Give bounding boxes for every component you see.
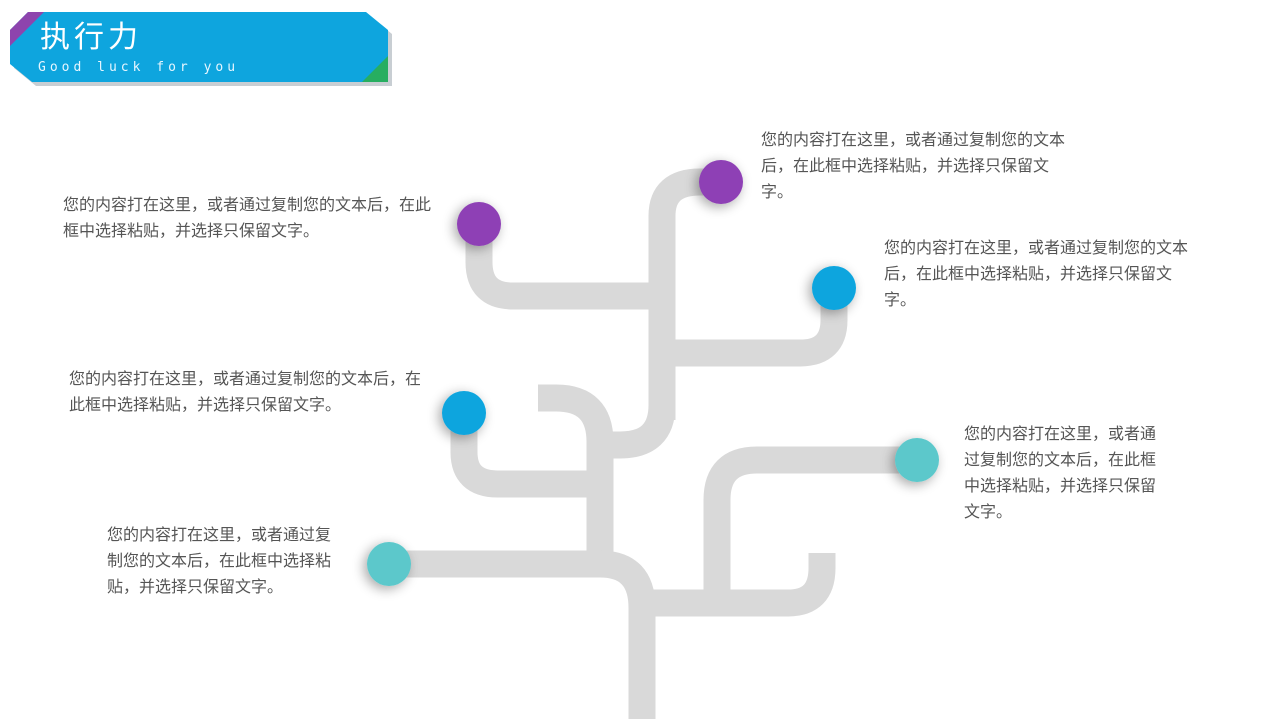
banner-shape [10,12,392,86]
node-dot-low-right[interactable] [895,438,939,482]
node-dot-low-left[interactable] [367,542,411,586]
node-dot-top-right[interactable] [699,160,743,204]
branch-top-right [648,168,715,420]
node-dot-mid-right[interactable] [812,266,856,310]
branch-mid-right [662,300,848,367]
branch-hook-left [538,384,614,566]
node-text-mid-right: 您的内容打在这里，或者通过复制您的文本后，在此框中选择粘贴，并选择只保留文字。 [884,238,1189,309]
trunk [395,550,656,719]
node-text-low-left: 您的内容打在这里，或者通过复制您的文本后，在此框中选择粘贴，并选择只保留文字。 [107,525,332,596]
branch-hook-right [642,553,836,617]
node-text-top-left: 您的内容打在这里，或者通过复制您的文本后，在此框中选择粘贴，并选择只保留文字。 [63,195,432,240]
branch-top-left [465,235,662,310]
title-banner: 执行力 Good luck for you [10,12,392,86]
page-title: 执行力 [40,20,142,55]
node-text-low-right: 您的内容打在这里，或者通过复制您的文本后，在此框中选择粘贴，并选择只保留文字。 [964,424,1157,521]
node-text-top-right: 您的内容打在这里，或者通过复制您的文本后，在此框中选择粘贴，并选择只保留文字。 [761,130,1066,201]
node-text-mid-left: 您的内容打在这里，或者通过复制您的文本后，在此框中选择粘贴，并选择只保留文字。 [69,369,422,414]
node-dot-mid-left[interactable] [442,391,486,435]
branch-join [600,404,676,459]
nodes [367,160,939,586]
branch-low-right [703,446,910,603]
page-subtitle: Good luck for you [38,60,240,75]
branch-mid-left [450,425,600,498]
branches [395,168,910,719]
node-dot-top-left[interactable] [457,202,501,246]
